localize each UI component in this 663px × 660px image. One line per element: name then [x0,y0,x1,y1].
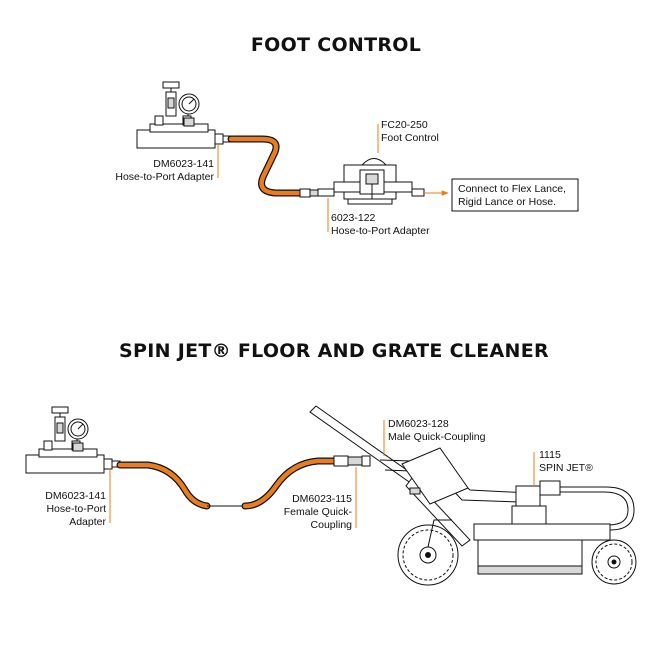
svg-text:FC20-250: FC20-250 [381,119,428,131]
label-male-coupling: DM6023-128 Male Quick-Coupling [383,418,486,456]
spin-jet-cart-icon [309,405,637,586]
svg-text:Hose-to-Port Adapter: Hose-to-Port Adapter [331,225,430,237]
svg-text:6023-122: 6023-122 [331,212,376,224]
svg-text:Foot Control: Foot Control [381,132,439,144]
label-foot-control: FC20-250 Foot Control [377,119,439,153]
spin-jet-title: SPIN JET® FLOOR AND GRATE CLEANER [119,340,549,362]
svg-text:Adapter: Adapter [69,516,106,528]
svg-text:Coupling: Coupling [311,519,353,531]
svg-text:Male Quick-Coupling: Male Quick-Coupling [388,431,486,443]
svg-text:DM6023-115: DM6023-115 [292,493,352,505]
label-female-coupling: DM6023-115 Female Quick- Coupling [284,467,357,531]
label-adapter-141-bottom: DM6023-141 Hose-to-Port Adapter [45,469,111,528]
svg-text:Connect to Flex Lance,: Connect to Flex Lance, [458,183,566,195]
hose-top-fill [228,136,303,196]
manifold-block-bottom-icon [25,406,121,474]
svg-text:Hose-to-Port: Hose-to-Port [46,503,106,515]
label-spin-jet: 1115 SPIN JET® [533,449,593,485]
svg-text:Female Quick-: Female Quick- [284,506,353,518]
svg-text:Rigid Lance or Hose.: Rigid Lance or Hose. [458,196,556,208]
label-adapter-141-top: DM6023-141 Hose-to-Port Adapter [115,144,219,183]
hose-top [227,135,319,198]
foot-control-valve-icon [317,158,425,205]
svg-text:DM6023-141: DM6023-141 [153,158,214,170]
hose-bottom [116,455,371,510]
manifold-block-icon [136,81,232,149]
svg-text:1115: 1115 [539,449,561,461]
svg-text:DM6023-141: DM6023-141 [45,490,106,502]
foot-control-title: FOOT CONTROL [251,34,421,56]
svg-text:Hose-to-Port Adapter: Hose-to-Port Adapter [115,171,214,183]
label-adapter-122: 6023-122 Hose-to-Port Adapter [327,198,430,237]
svg-text:SPIN JET®: SPIN JET® [539,462,593,474]
svg-text:DM6023-128: DM6023-128 [388,418,449,430]
connect-note-box: Connect to Flex Lance, Rigid Lance or Ho… [451,178,579,212]
